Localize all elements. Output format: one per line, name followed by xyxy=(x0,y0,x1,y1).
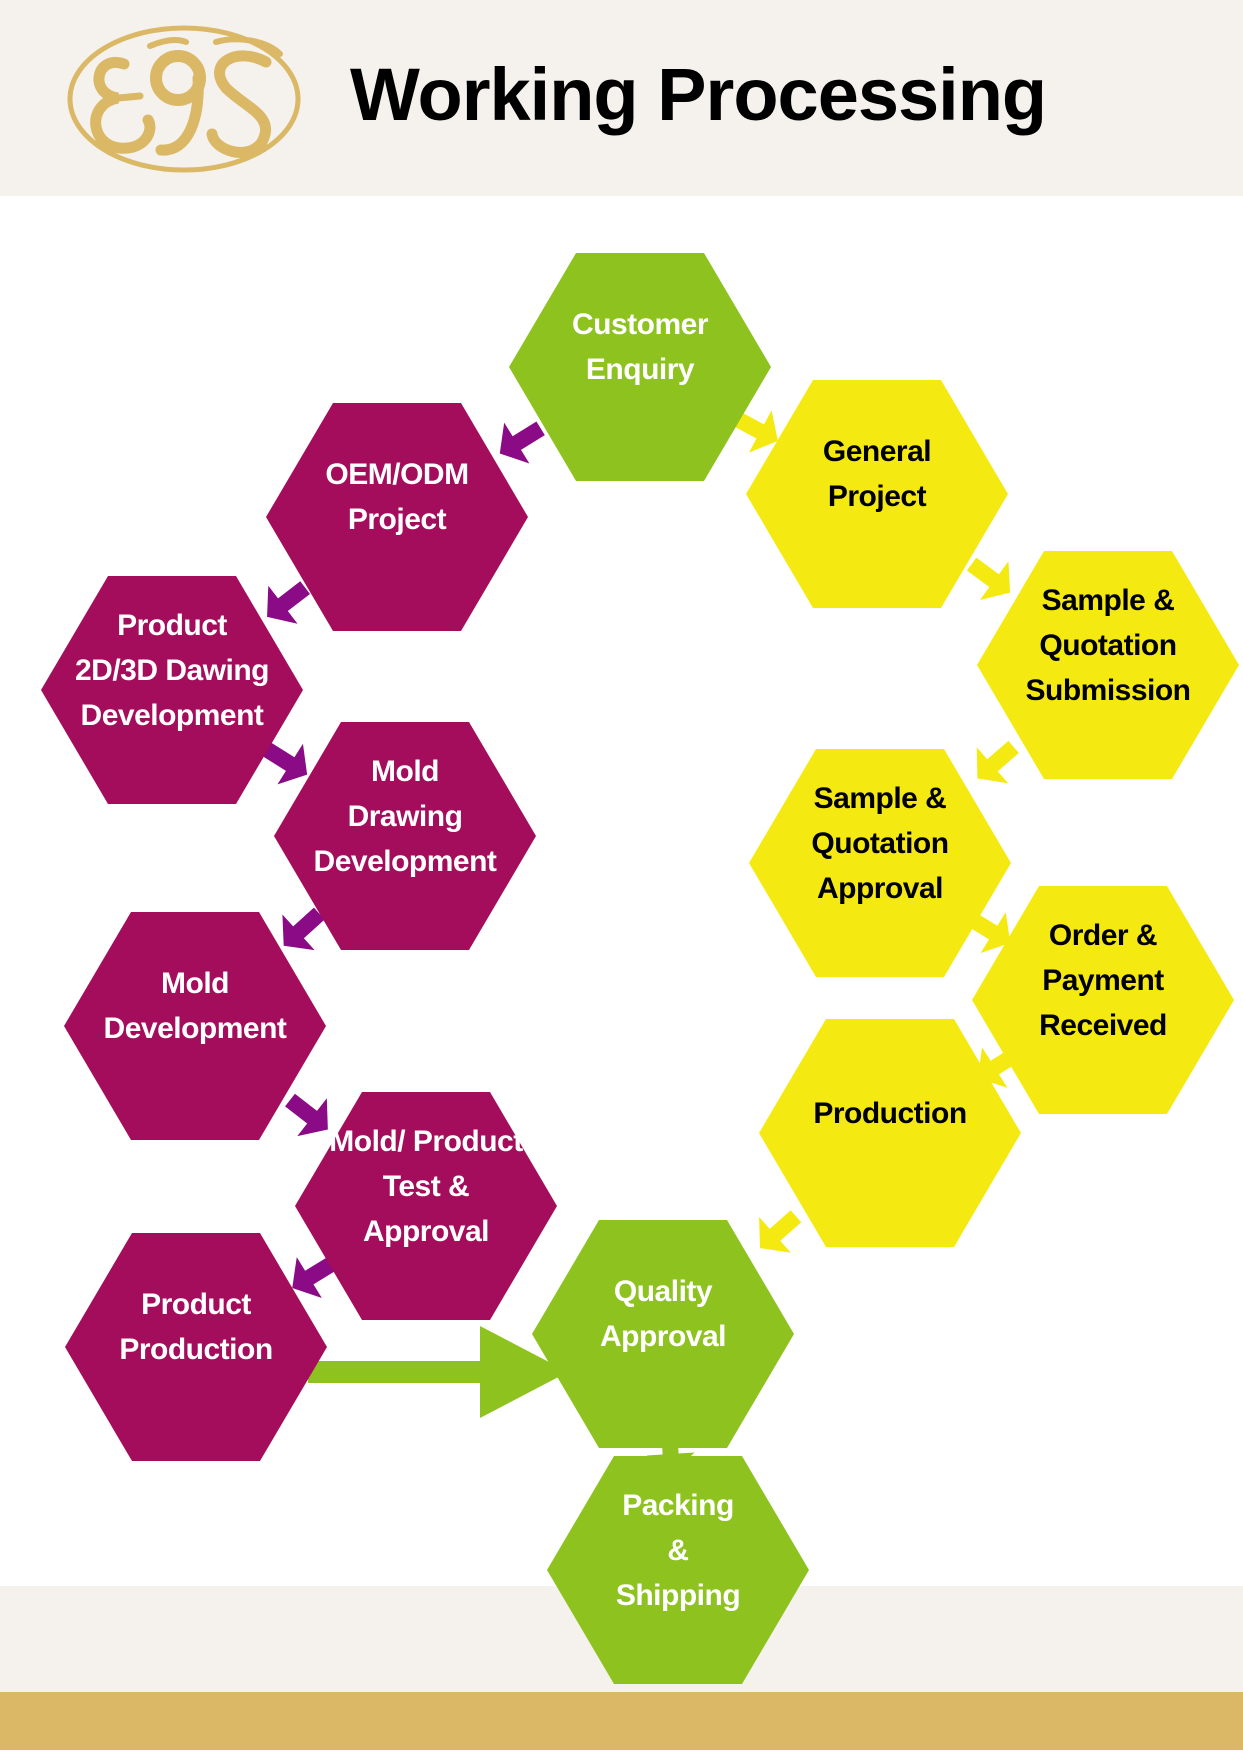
hex-product-production xyxy=(65,1233,327,1461)
page-title: Working Processing xyxy=(350,53,1047,136)
hex-label-order-payment-received: Order & Payment Received xyxy=(1039,918,1167,1042)
hex-label-customer-enquiry: Customer Enquiry xyxy=(571,308,709,386)
arrow-sample-quotation-submission-to-sample-quotation-approval xyxy=(976,740,1019,784)
hex-mold-development xyxy=(64,912,326,1140)
arrow-shape xyxy=(292,1256,338,1299)
hex-label-oem-odm-project: OEM/ODM Project xyxy=(325,458,469,536)
arrow-shape xyxy=(267,581,310,624)
arrow-shape xyxy=(282,907,325,951)
arrow-product-production-to-quality-approval xyxy=(308,1326,568,1418)
hex-label-mold-development: Mold Development xyxy=(103,967,287,1045)
hex-customer-enquiry xyxy=(509,253,771,481)
hex-label-mold-drawing-development: Mold Drawing Development xyxy=(313,754,497,878)
arrow-shape xyxy=(966,557,1011,600)
hex-general-project xyxy=(746,380,1008,608)
arrow-shape xyxy=(759,1210,802,1253)
hex-label-quality-approval: Quality Approval xyxy=(599,1275,727,1353)
arrow-product-drawing-development-to-mold-drawing-development xyxy=(262,742,308,785)
egs-logo-icon xyxy=(67,25,301,173)
hex-label-product-drawing-development: Product 2D/3D Dawing Development xyxy=(74,608,270,732)
arrow-mold-product-test-approval-to-product-production xyxy=(292,1256,338,1299)
hex-label-production: Production xyxy=(813,1096,967,1130)
hex-product-drawing-development xyxy=(41,576,303,804)
arrow-general-project-to-sample-quotation-submission xyxy=(966,557,1011,600)
arrow-shape xyxy=(285,1093,328,1137)
arrow-mold-development-to-mold-product-test-approval xyxy=(285,1093,328,1137)
arrow-shape xyxy=(731,410,778,453)
arrow-oem-odm-project-to-product-drawing-development xyxy=(267,581,310,624)
hex-label-mold-product-test-approval: Mold/ Product Test & Approval xyxy=(329,1124,523,1248)
hex-label-product-production: Product Production xyxy=(119,1288,273,1366)
arrow-shape xyxy=(976,740,1019,784)
arrow-shape xyxy=(262,742,308,785)
hex-label-general-project: General Project xyxy=(822,435,932,513)
arrow-shape xyxy=(308,1326,568,1418)
hex-quality-approval xyxy=(532,1220,794,1448)
hex-sample-quotation-approval xyxy=(749,749,1011,977)
hex-label-sample-quotation-submission: Sample & Quotation Submission xyxy=(1025,583,1191,707)
footer-gold-bar xyxy=(0,1692,1243,1750)
hex-oem-odm-project xyxy=(266,403,528,631)
hex-production xyxy=(759,1019,1021,1247)
hex-label-packing-shipping: Packing & Shipping xyxy=(615,1488,741,1612)
arrow-production-to-quality-approval xyxy=(759,1210,802,1253)
hex-sample-quotation-submission xyxy=(977,551,1239,779)
header-band xyxy=(0,0,1243,196)
arrow-customer-enquiry-to-general-project xyxy=(731,410,778,453)
hex-label-sample-quotation-approval: Sample & Quotation Approval xyxy=(811,781,949,905)
hex-mold-drawing-development xyxy=(274,722,536,950)
hex-mold-product-test-approval xyxy=(295,1092,557,1320)
arrow-shape xyxy=(499,421,545,464)
hex-order-payment-received xyxy=(972,886,1234,1114)
arrow-mold-drawing-development-to-mold-development xyxy=(282,907,325,951)
arrow-customer-enquiry-to-oem-odm-project xyxy=(499,421,545,464)
hex-packing-shipping xyxy=(547,1456,809,1684)
